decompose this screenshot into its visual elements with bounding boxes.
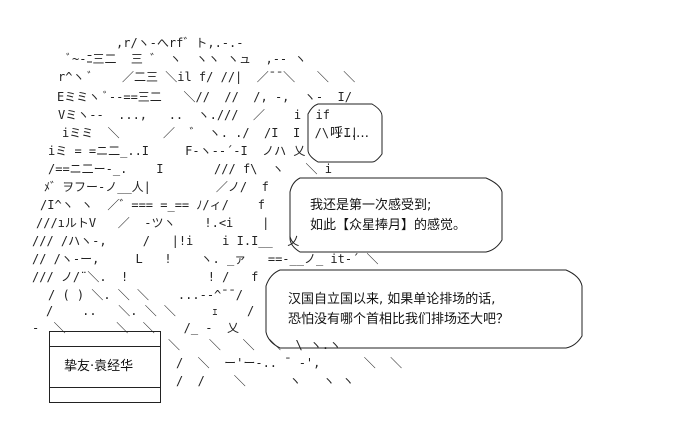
bubble-1-text: 呼…… xyxy=(330,126,370,141)
art-line-9: ﾒ゛ヲフー-ノ__人| ／ノ/ f xyxy=(44,180,269,194)
bubble-3-line-2: 恐怕没有哪个首相比我们排场还大吧？ xyxy=(288,312,510,327)
bubble-3-line-1: 汉国自立国以来, 如果单论排场的话, xyxy=(288,292,496,307)
bubble-2-line-2: 如此【众星捧月】的感觉。 xyxy=(310,218,467,233)
art-line-3: r^ヽ ﾞ ／二三 ＼il f/ //| ／¯¯＼ ＼ ＼ xyxy=(58,70,356,84)
art-line-15: / ( ) ＼. ＼ ＼ ...--^¯¯/ xyxy=(48,288,243,302)
art-line-11: ///ıルトV ／ ‐ツヽ !.<i | xyxy=(36,216,270,230)
art-line-6: iミミ ＼ ／ ゛ ヽ. ./ /I I /\ .I| xyxy=(62,126,358,140)
name-plate: 挚友·袁经华 xyxy=(49,331,161,403)
name-plate-top-rule xyxy=(50,346,160,347)
art-line-2: ﾞ~-ﾆ三二 三 ゛ ヽ ヽヽ ヽュ ,-- ヽ xyxy=(66,52,307,66)
art-line-7: iミ = =ニ二_..I F-ヽ--´-I ノハ 乂 xyxy=(48,144,306,158)
art-line-20: / / ＼ ヽ ヽ ヽ xyxy=(176,374,355,388)
art-line-14: /// ノ/¨＼. ! ! / f xyxy=(32,270,259,284)
name-plate-label: 挚友·袁经华 xyxy=(64,359,134,374)
art-line-10: /I^ヽ ヽ ／゛=== =_== ﾉ/ィ/ f xyxy=(40,198,265,212)
art-line-4: Eミミヽ ﾞ--==三二 ＼// // /, -, ヽ- I/ xyxy=(57,90,352,104)
art-line-13: // /ヽ-ー, L ! ヽ. _ァ ==-__ノ_ it-´ ＼ xyxy=(32,252,379,266)
art-line-12: /// /ハヽ-, / |!i i I.I__ 乂 xyxy=(32,234,300,248)
art-line-5: Vミヽ-- ..., .. ヽ./// ／ i if xyxy=(58,108,330,122)
bubble-1-outline xyxy=(307,103,383,163)
bubble-3-outline xyxy=(265,269,583,349)
art-line-1: ,r/ヽ-へrf゛ト,.-.- xyxy=(116,36,244,50)
name-plate-bottom-rule xyxy=(50,387,160,388)
art-line-16: / .. ＼. ＼ ＼ ｪ / xyxy=(46,304,255,318)
art-line-8: /==ニ二ー-_. I /// f\ ヽ ＼ i xyxy=(48,162,332,176)
bubble-2-line-1: 我还是第一次感受到; xyxy=(310,198,432,213)
bubble-2-outline xyxy=(289,177,503,253)
art-line-19: / ＼ ー'ー-.. ¯ ‐', ＼ ＼ xyxy=(176,356,403,370)
